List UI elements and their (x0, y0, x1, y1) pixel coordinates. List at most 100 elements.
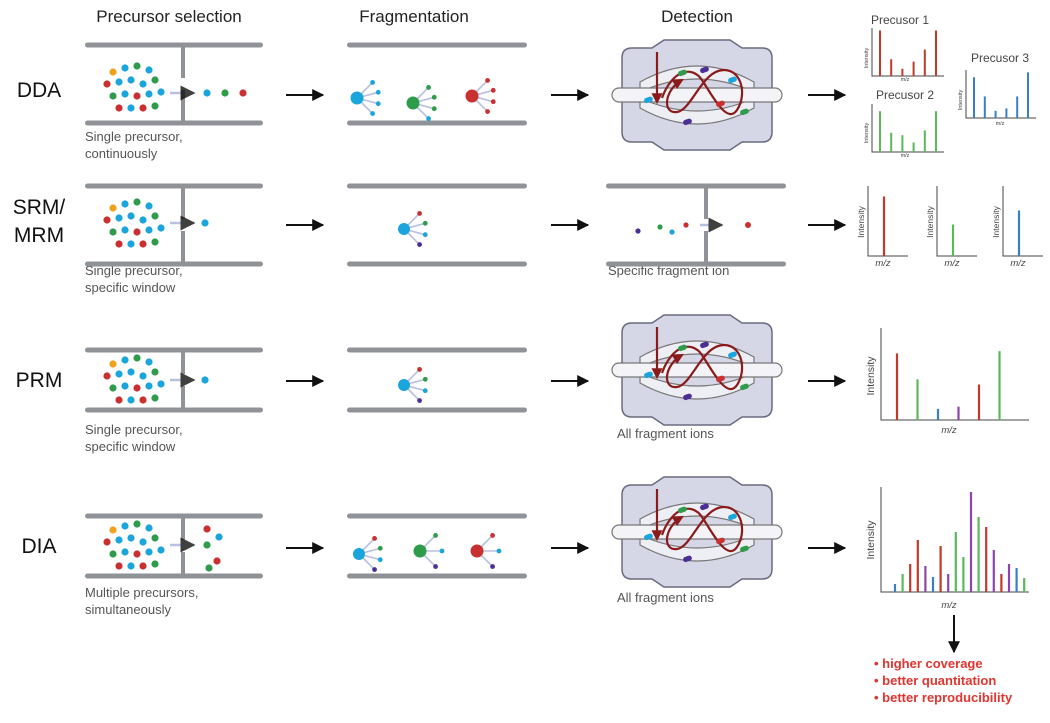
dda-1-ylabel: Intensity (864, 48, 870, 69)
mrm-1-ylabel: Intensity (856, 205, 866, 237)
tube-wall-bottom (347, 261, 527, 267)
mrm-precursor-ion (145, 202, 153, 210)
prm-precursor-ion (127, 396, 135, 404)
mrm-precursor-ion (133, 228, 141, 236)
passed-ion (201, 219, 209, 227)
mrm-precursor-ion (157, 224, 165, 232)
fragment-ion (490, 99, 496, 105)
caption-prm-line1: Single precursor, (85, 422, 183, 437)
trapped-ion (683, 118, 692, 126)
fragment-ion (431, 106, 437, 112)
fragment-fan (406, 85, 437, 121)
mrm-precursor-ion (133, 198, 141, 206)
tube (85, 183, 263, 267)
dda-precursor-ion (139, 104, 147, 112)
parent-ion (465, 89, 479, 103)
mrm-3-ylabel: Intensity (991, 205, 1001, 237)
dia-precursor-ion (151, 560, 159, 568)
tube-wall-top (347, 347, 527, 353)
fragment-ion (417, 211, 422, 216)
caption-mrm-line2: specific window (85, 280, 176, 295)
passed-ion (203, 89, 211, 97)
spectrum-title-precursor-2: Precusor 2 (876, 88, 934, 102)
passed-ion (203, 541, 211, 549)
prm-precursor-ion (157, 380, 165, 388)
diagram-graphics (85, 28, 1043, 593)
dda-3-axes (965, 70, 1036, 119)
parent-ion (398, 379, 410, 391)
mrm-precursor-ion (115, 240, 123, 248)
tube (606, 183, 786, 267)
row-label-mrm: MRM (14, 224, 64, 247)
parent-ion (470, 544, 484, 558)
dda-1-xlabel: m/z (901, 77, 910, 83)
tube (347, 183, 527, 267)
dda-precursor-ion (121, 90, 129, 98)
tube (85, 347, 263, 413)
header-detection: Detection (661, 7, 733, 26)
tube (347, 347, 527, 413)
tube-wall-bottom (85, 573, 263, 579)
parent-ion (398, 223, 410, 235)
dda-3-xlabel: m/z (996, 121, 1005, 127)
mrm-precursor-ion (103, 216, 111, 224)
mrm-precursor-ion (127, 240, 135, 248)
dia-xlabel: m/z (941, 600, 957, 611)
fragment-ion (433, 533, 438, 538)
dia-ylabel: Intensity (865, 520, 877, 560)
fragment-fan (470, 533, 502, 569)
prm-precursor-ion (151, 394, 159, 402)
tube (85, 513, 263, 579)
trapped-ion (728, 513, 737, 521)
trapped-ion (678, 506, 687, 514)
tube-wall-top (85, 183, 263, 189)
dda-1-axes (871, 28, 944, 77)
dia-precursor-ion (109, 526, 117, 534)
row-label-srm: SRM/ (13, 196, 66, 219)
caption-mrm-line1: Single precursor, (85, 263, 183, 278)
fragment-fan (413, 533, 445, 569)
mrm-precursor-ion (115, 214, 123, 222)
trapped-ion (700, 503, 709, 511)
tube-wall-top (347, 42, 527, 48)
trapped-ion (740, 383, 749, 391)
tube-wall-bottom (347, 407, 527, 413)
prm-precursor-ion (133, 384, 141, 392)
fragment-ion (417, 242, 422, 247)
prm-ylabel: Intensity (865, 356, 877, 396)
ion-orbit-trajectory (660, 68, 744, 116)
fragment-ion (422, 220, 428, 226)
dda-3-ylabel: Intensity (958, 90, 964, 111)
q3-ion (683, 222, 689, 228)
gate-upper (181, 516, 185, 540)
trapped-ion (700, 66, 709, 74)
dda-2-xlabel: m/z (901, 153, 910, 159)
mrm-precursor-ion (109, 204, 117, 212)
dia-precursor-ion (145, 548, 153, 556)
fragment-ion (433, 564, 438, 569)
dia-precursor-ion (139, 562, 147, 570)
trapped-ion (644, 533, 653, 541)
dia-precursor-ion (157, 546, 165, 554)
trapped-ion (740, 108, 749, 116)
prm-precursor-ion (151, 368, 159, 376)
dia-precursor-ion (127, 534, 135, 542)
caption-dia-line1: Multiple precursors, (85, 585, 198, 600)
q3-ion (635, 228, 641, 234)
spectrum-title-precursor-3: Precusor 3 (971, 51, 1029, 65)
dda-precursor-ion (127, 76, 135, 84)
trapped-ion (644, 96, 653, 104)
fragment-fan (398, 211, 428, 247)
orbitrap-prm (611, 314, 783, 426)
tube (347, 513, 527, 579)
passed-ion (215, 533, 223, 541)
dda-precursor-ion (145, 90, 153, 98)
fragment-ion (422, 388, 428, 394)
q3-ion (669, 229, 675, 235)
row-label-dia: DIA (21, 535, 56, 558)
prm-axes (880, 328, 1029, 421)
header-precursor-selection: Precursor selection (96, 7, 242, 26)
parent-ion (353, 548, 365, 560)
prm-xlabel: m/z (941, 425, 957, 436)
prm-precursor-ion (139, 396, 147, 404)
